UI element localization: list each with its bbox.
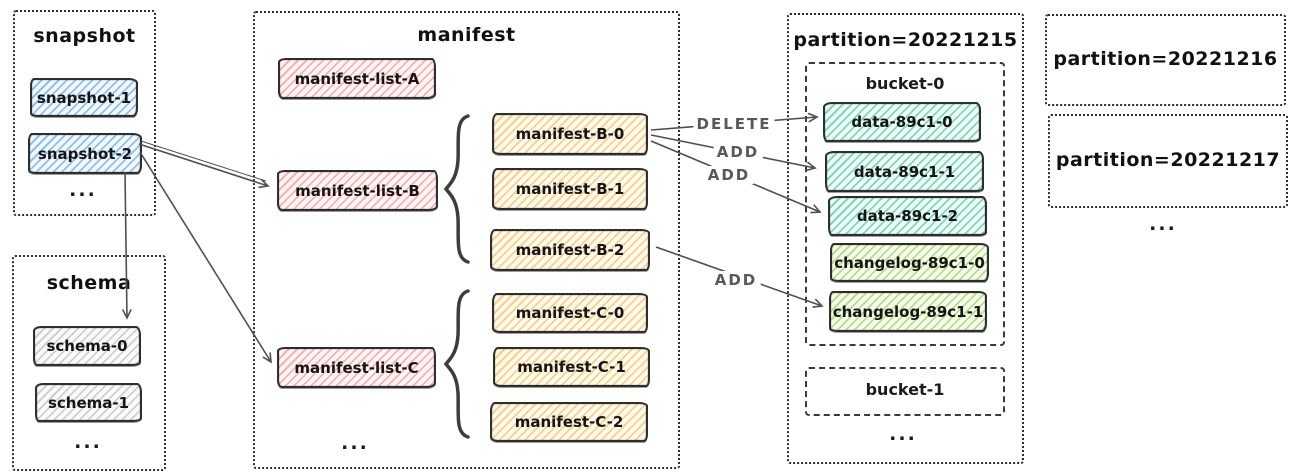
manifest-file-label: manifest-C-1 bbox=[517, 358, 626, 376]
manifest-list-label: manifest-list-C bbox=[294, 358, 419, 377]
partition-20221215-section: partition=20221215 bbox=[787, 13, 1024, 464]
manifest-file: manifest-B-2 bbox=[490, 229, 650, 271]
changelog-file: changelog-89c1-1 bbox=[829, 291, 987, 332]
bucket-1-group: bucket-1 bbox=[805, 367, 1005, 416]
manifest-file: manifest-C-0 bbox=[492, 293, 648, 333]
snapshot-file: snapshot-1 bbox=[30, 78, 138, 117]
partition-20221216-section: partition=20221216 bbox=[1045, 14, 1286, 106]
bucket-1-title: bucket-1 bbox=[865, 380, 945, 399]
partitions-ellipsis: ... bbox=[1149, 213, 1177, 235]
snapshot-file-label: snapshot-1 bbox=[36, 88, 132, 107]
edge-label-add: ADD bbox=[711, 271, 761, 289]
partition-20221216-title: partition=20221216 bbox=[1053, 48, 1278, 70]
manifest-file: manifest-B-1 bbox=[492, 168, 648, 210]
bucket-0-title: bucket-0 bbox=[865, 74, 945, 93]
data-file: data-89c1-2 bbox=[828, 196, 987, 236]
snapshot-section: snapshot bbox=[13, 10, 156, 216]
data-file-label: data-89c1-1 bbox=[853, 162, 956, 181]
changelog-file-label: changelog-89c1-0 bbox=[834, 253, 985, 272]
data-file-label: data-89c1-2 bbox=[856, 207, 959, 225]
snapshot-section-title: snapshot bbox=[33, 25, 136, 47]
partition-20221217-section: partition=20221217 bbox=[1048, 114, 1288, 208]
schema-file-label: schema-0 bbox=[46, 337, 128, 355]
manifest-file: manifest-C-2 bbox=[490, 402, 648, 442]
edge-label-add: ADD bbox=[713, 143, 763, 161]
schema-section-title: schema bbox=[46, 272, 132, 294]
schema-file: schema-1 bbox=[35, 383, 142, 422]
snapshot-file-label: snapshot-2 bbox=[37, 144, 133, 163]
manifest-file-label: manifest-B-2 bbox=[515, 241, 625, 259]
manifest-section-title: manifest bbox=[417, 24, 516, 46]
arrow-snapshot2-to-manifest-list-b-double bbox=[140, 140, 267, 182]
changelog-file: changelog-89c1-0 bbox=[830, 243, 989, 282]
manifest-file-label: manifest-C-2 bbox=[514, 413, 624, 431]
data-file: data-89c1-1 bbox=[825, 151, 984, 192]
edge-label-delete: DELETE bbox=[693, 115, 775, 133]
manifest-list-file: manifest-list-C bbox=[277, 347, 436, 388]
manifest-file-label: manifest-B-1 bbox=[515, 180, 625, 198]
data-file: data-89c1-0 bbox=[823, 102, 981, 142]
manifest-ellipsis: ... bbox=[341, 432, 369, 454]
data-file-label: data-89c1-0 bbox=[851, 113, 953, 131]
manifest-list-label: manifest-list-A bbox=[294, 69, 420, 88]
snapshot-file: snapshot-2 bbox=[28, 133, 142, 174]
schema-file: schema-0 bbox=[33, 326, 141, 366]
manifest-file: manifest-C-1 bbox=[493, 347, 650, 387]
partition-20221215-title: partition=20221215 bbox=[793, 29, 1018, 51]
partition-20221217-title: partition=20221217 bbox=[1055, 149, 1281, 171]
arrow-snapshot2-to-manifest-list-b bbox=[138, 143, 270, 189]
edge-label-add: ADD bbox=[704, 166, 754, 184]
schema-section: schema bbox=[12, 255, 166, 471]
schema-file-label: schema-1 bbox=[47, 393, 130, 412]
manifest-list-file: manifest-list-A bbox=[278, 58, 436, 99]
manifest-file-label: manifest-C-0 bbox=[515, 304, 625, 322]
snapshot-ellipsis: ... bbox=[69, 179, 97, 201]
partition-20221215-ellipsis: ... bbox=[889, 423, 917, 445]
changelog-file-label: changelog-89c1-1 bbox=[832, 302, 984, 321]
manifest-file-label: manifest-B-0 bbox=[515, 125, 625, 143]
manifest-list-label: manifest-list-B bbox=[295, 181, 420, 200]
manifest-file: manifest-B-0 bbox=[492, 113, 648, 155]
manifest-list-file: manifest-list-B bbox=[277, 170, 438, 211]
schema-ellipsis: ... bbox=[74, 431, 102, 453]
